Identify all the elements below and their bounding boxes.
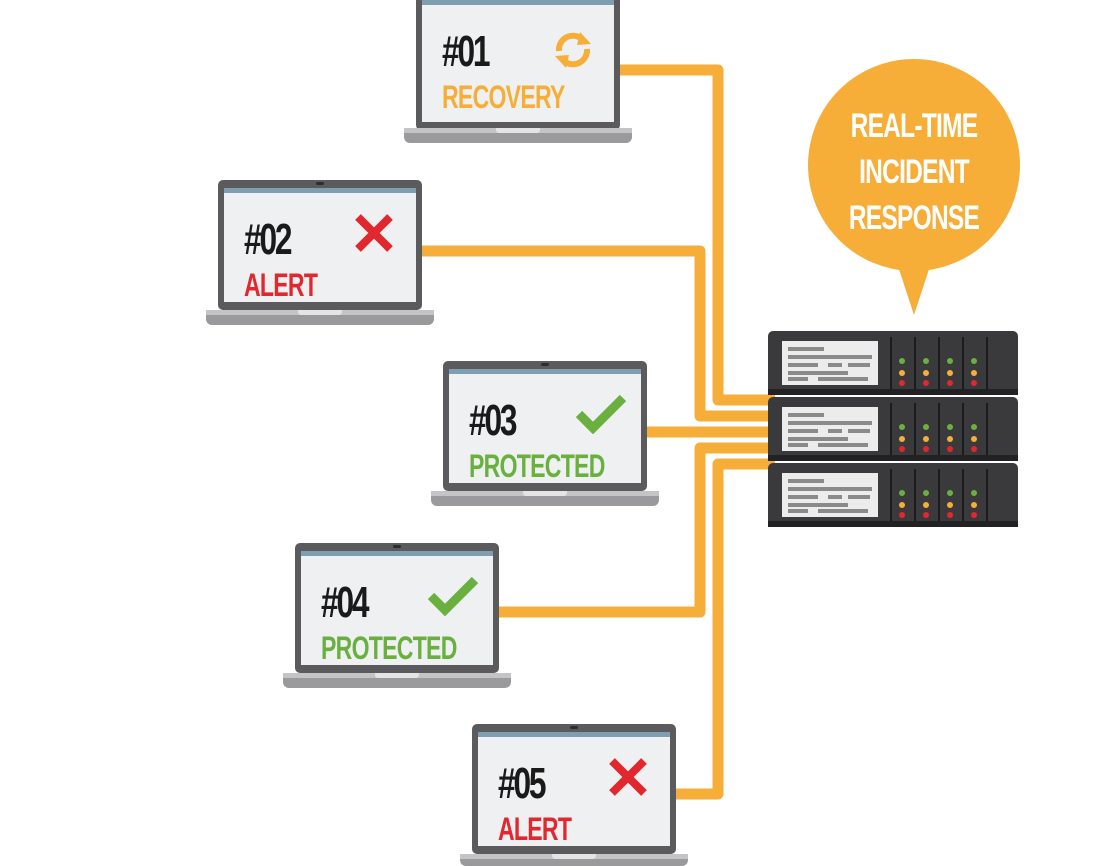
laptop-05[interactable]: #05 ALERT: [460, 724, 688, 866]
device-status: RECOVERY: [442, 79, 565, 115]
wire-01: [618, 64, 775, 406]
device-id: #03: [469, 396, 518, 445]
check-icon: [575, 394, 627, 434]
speech-bubble-icon: [808, 59, 1020, 315]
laptop-screen: #02 ALERT: [224, 188, 416, 303]
laptop-screen: #03 PROTECTED: [449, 369, 641, 484]
wire-04: [495, 442, 775, 618]
device-id: #04: [321, 578, 370, 627]
server-rack-icon: [768, 331, 1018, 527]
laptop-screen: #04 PROTECTED: [301, 551, 493, 666]
server-leds: [899, 358, 977, 518]
callout-text: REAL-TIME INCIDENT RESPONSE: [838, 103, 991, 241]
device-status: ALERT: [498, 811, 572, 847]
device-id: #01: [442, 27, 491, 76]
laptop-02[interactable]: #02 ALERT: [206, 180, 434, 325]
callout-line: RESPONSE: [848, 199, 980, 237]
check-icon: [427, 576, 479, 616]
device-status: PROTECTED: [321, 630, 457, 666]
device-id: #02: [244, 215, 293, 264]
device-status: ALERT: [244, 267, 318, 303]
callout-line: INCIDENT: [859, 153, 970, 191]
laptop-03[interactable]: #03 PROTECTED: [431, 361, 659, 506]
laptop-screen: #05 ALERT: [478, 732, 670, 847]
laptop-screen: #01 RECOVERY: [422, 0, 614, 122]
laptop-04[interactable]: #04 PROTECTED: [283, 543, 511, 688]
sync-icon: [555, 32, 591, 68]
laptop-01[interactable]: #01 RECOVERY: [404, 0, 632, 143]
device-id: #05: [498, 759, 547, 808]
callout-line: REAL-TIME: [850, 107, 979, 145]
x-icon: [609, 758, 647, 796]
wire-05: [672, 458, 775, 800]
x-icon: [355, 214, 393, 252]
device-status: PROTECTED: [469, 448, 605, 484]
callout-bubble: REAL-TIME INCIDENT RESPONSE: [808, 59, 1020, 315]
wire-02: [420, 245, 775, 422]
